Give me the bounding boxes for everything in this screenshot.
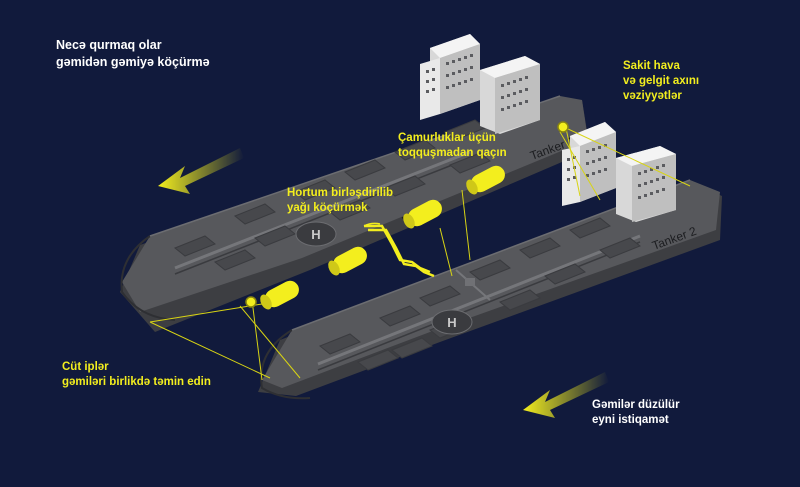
- label-weather-line-3: vəziyyətlər: [623, 90, 682, 102]
- tanker-2-helipad: [431, 309, 473, 335]
- tanker-1-helipad-letter: H: [311, 227, 320, 242]
- direction-arrow-top: [158, 148, 244, 194]
- tanker-1: H: [120, 34, 590, 332]
- label-weather-line-1: Sakit hava: [623, 60, 680, 72]
- tanker-2-superstructure: [562, 122, 676, 222]
- title-line-2: gəmidən gəmiyə köçürmə: [56, 55, 210, 69]
- label-fenders-line-1: Çamurluklar üçün: [398, 132, 496, 144]
- label-ropes-line-1: Cüt iplər: [62, 361, 109, 373]
- label-ropes: Cüt iplər gəmiləri birlikdə təmin edin: [62, 360, 211, 390]
- label-hose: Hortum birləşdirilib yağı köçürmək: [287, 186, 393, 216]
- label-direction-line-1: Gəmilər düzülür: [592, 399, 680, 411]
- direction-arrow-bottom: [523, 372, 609, 418]
- diagram-title: Necə qurmaq olar gəmidən gəmiyə köçürmə: [56, 37, 210, 71]
- fender-1: [260, 280, 299, 310]
- tanker-1-helipad: [295, 221, 337, 247]
- buoy-1: [245, 296, 257, 308]
- label-ropes-line-2: gəmiləri birlikdə təmin edin: [62, 376, 211, 388]
- fender-3: [403, 199, 442, 229]
- fender-2: [328, 246, 367, 276]
- label-fenders: Çamurluklar üçün toqquşmadan qaçın: [398, 131, 507, 161]
- tanker-2-helipad-letter: H: [447, 315, 456, 330]
- label-weather-line-2: və gelgit axını: [623, 75, 700, 87]
- label-direction: Gəmilər düzülür eyni istiqamət: [592, 398, 680, 428]
- label-direction-line-2: eyni istiqamət: [592, 414, 669, 426]
- tanker-2-deck: [262, 180, 720, 388]
- label-hose-line-1: Hortum birləşdirilib: [287, 187, 394, 199]
- tanker-2: H: [258, 122, 722, 400]
- mooring-ropes: [149, 127, 691, 381]
- fender-4: [466, 165, 505, 195]
- tanker-1-superstructure: [420, 34, 540, 134]
- title-line-1: Necə qurmaq olar: [56, 38, 162, 52]
- label-weather: Sakit hava və gelgit axını vəziyyətlər: [623, 59, 699, 104]
- fenders: [245, 121, 569, 310]
- label-hose-line-2: yağı köçürmək: [287, 202, 368, 214]
- buoy-2: [557, 121, 569, 133]
- label-fenders-line-2: toqquşmadan qaçın: [398, 147, 507, 159]
